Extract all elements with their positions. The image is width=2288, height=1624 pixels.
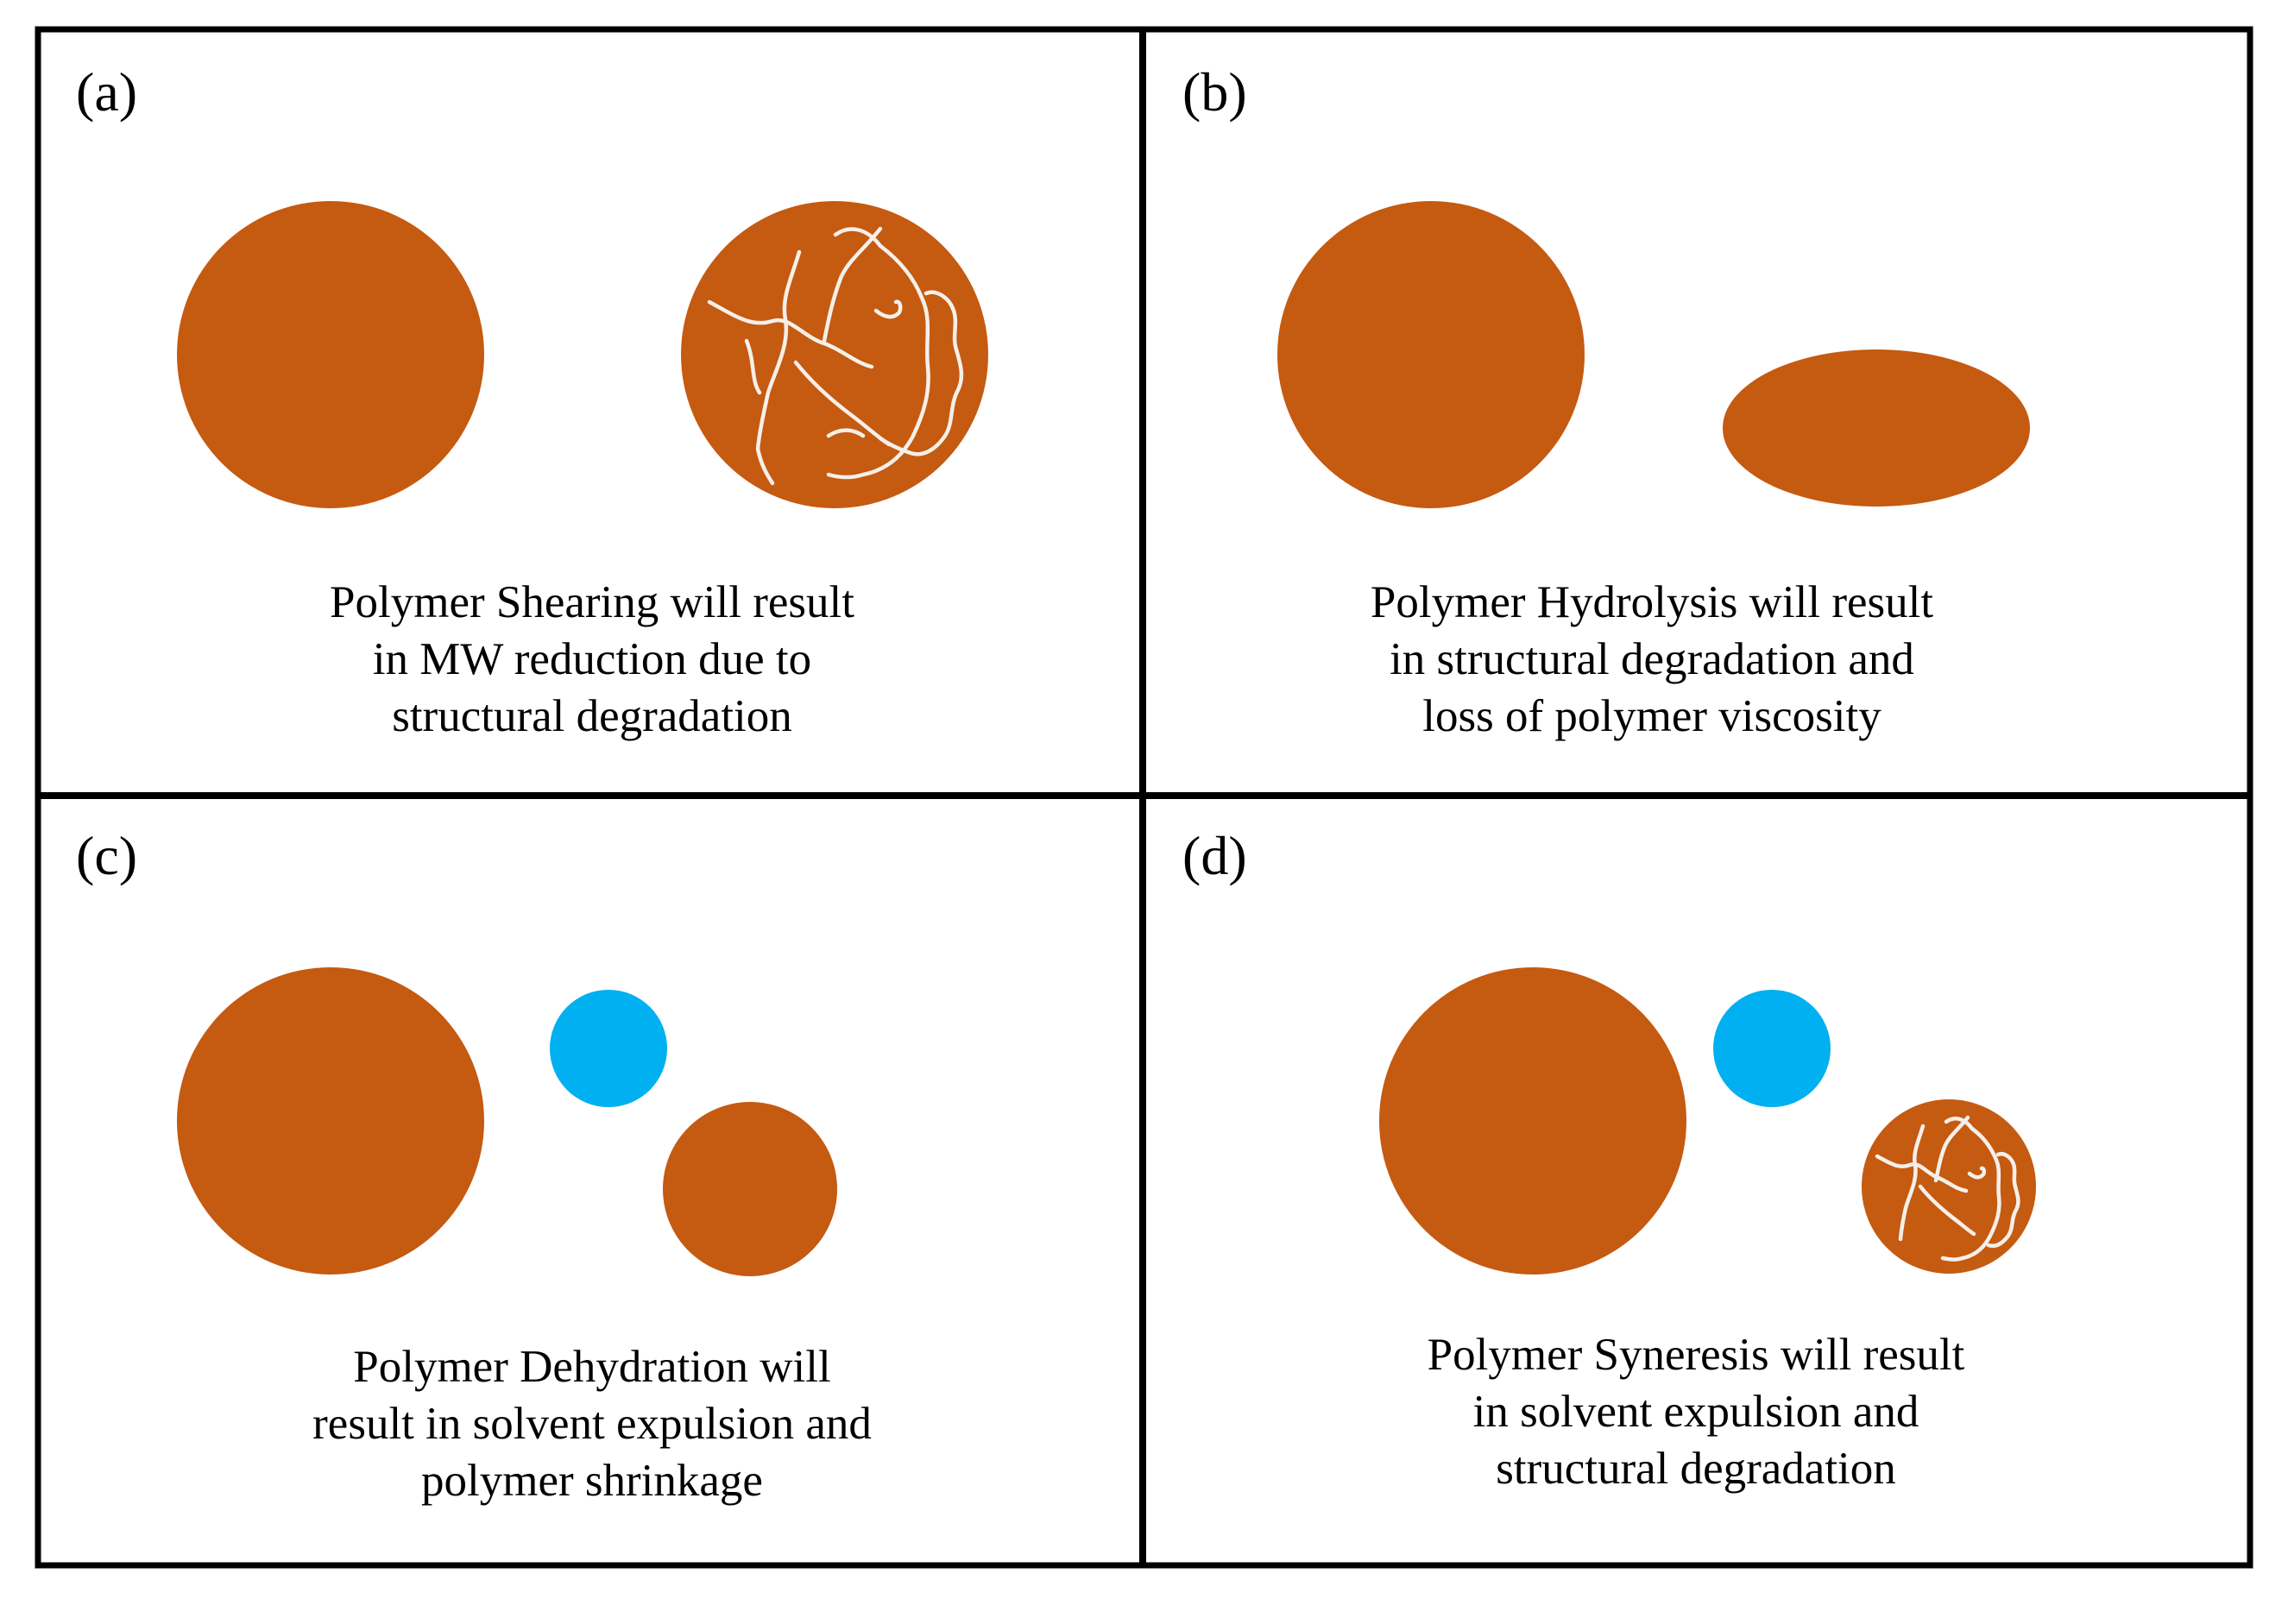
panel-a-label: (a) (76, 61, 137, 123)
panel-c-caption-line-1: Polymer Dehydration will (353, 1342, 830, 1392)
panel-d-caption-line-3: structural degradation (1496, 1444, 1896, 1494)
panel-b: (b) Polymer Hydrolysis will result in st… (1182, 61, 2030, 741)
polymer-ellipse-degraded (1723, 349, 2030, 507)
panel-d-caption-line-1: Polymer Syneresis will result (1428, 1330, 1965, 1380)
polymer-sphere-shrunk (663, 1102, 837, 1276)
polymer-sphere-sheared (681, 201, 988, 508)
polymer-sphere-intact (1379, 967, 1686, 1275)
panel-a: (a) Polymer Shearing will result in MW r… (76, 61, 988, 741)
panel-d: (d) Polymer Syneresis will result in sol… (1182, 825, 2036, 1494)
panel-a-caption-line-2: in MW reduction due to (373, 634, 811, 684)
polymer-chain-fragments (1875, 1115, 2020, 1262)
panel-c-caption-line-2: result in solvent expulsion and (312, 1399, 872, 1449)
polymer-sphere-intact (1277, 201, 1585, 508)
panel-c-caption-line-3: polymer shrinkage (421, 1456, 763, 1506)
polymer-sphere-intact (177, 201, 484, 508)
polymer-sphere (681, 201, 988, 508)
panel-b-label: (b) (1182, 61, 1247, 123)
panel-b-caption-line-2: in structural degradation and (1390, 634, 1914, 684)
panel-a-caption-line-1: Polymer Shearing will result (330, 577, 854, 627)
panel-d-caption-line-2: in solvent expulsion and (1473, 1387, 1919, 1437)
panel-a-caption-line-3: structural degradation (392, 691, 792, 741)
panel-d-label: (d) (1182, 825, 1247, 886)
polymer-chain-fragments (707, 226, 964, 486)
polymer-sphere (1862, 1099, 2036, 1274)
solvent-droplet (1713, 990, 1831, 1107)
panel-b-caption-line-3: loss of polymer viscosity (1422, 691, 1881, 741)
panel-c-label: (c) (76, 825, 137, 886)
panel-b-caption-line-1: Polymer Hydrolysis will result (1371, 577, 1933, 627)
polymer-sphere-intact (177, 967, 484, 1275)
solvent-droplet (550, 990, 667, 1107)
polymer-sphere-shrunk-degraded (1862, 1099, 2036, 1274)
panel-c: (c) Polymer Dehydration will result in s… (76, 825, 872, 1506)
